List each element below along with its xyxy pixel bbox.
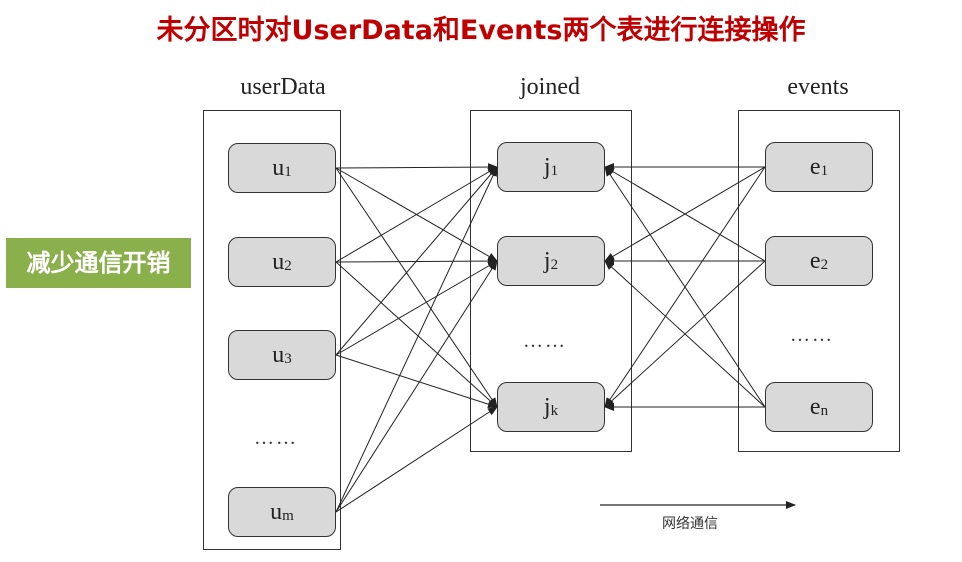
joined-heading: joined (520, 74, 580, 100)
user-to-joined-arrow (335, 260, 498, 356)
events-heading: events (787, 74, 849, 100)
user-to-joined-arrow (335, 261, 498, 408)
event-to-joined-arrow (604, 260, 766, 408)
communication-cost-badge: 减少通信开销 (6, 238, 191, 288)
event-to-joined-arrow (604, 166, 766, 408)
user-to-joined-arrow (335, 163, 498, 172)
page-title: 未分区时对UserData和Events两个表进行连接操作 (156, 15, 806, 46)
user-to-joined-arrow (335, 260, 498, 513)
user-to-joined-arrow (335, 167, 498, 408)
event-to-joined-arrow (604, 166, 766, 262)
user-to-joined-arrow (335, 166, 498, 356)
network-communication-label: 网络通信 (662, 516, 718, 532)
userdata-heading: userData (240, 74, 326, 100)
joined-ellipsis: …… (523, 330, 567, 352)
user-to-joined-arrow (335, 166, 498, 513)
user-to-joined-arrow (335, 354, 498, 409)
user-ellipsis: …… (254, 427, 298, 449)
event-ellipsis: …… (790, 324, 834, 346)
user-to-joined-arrow (335, 166, 498, 263)
user-to-joined-arrow (335, 406, 498, 513)
